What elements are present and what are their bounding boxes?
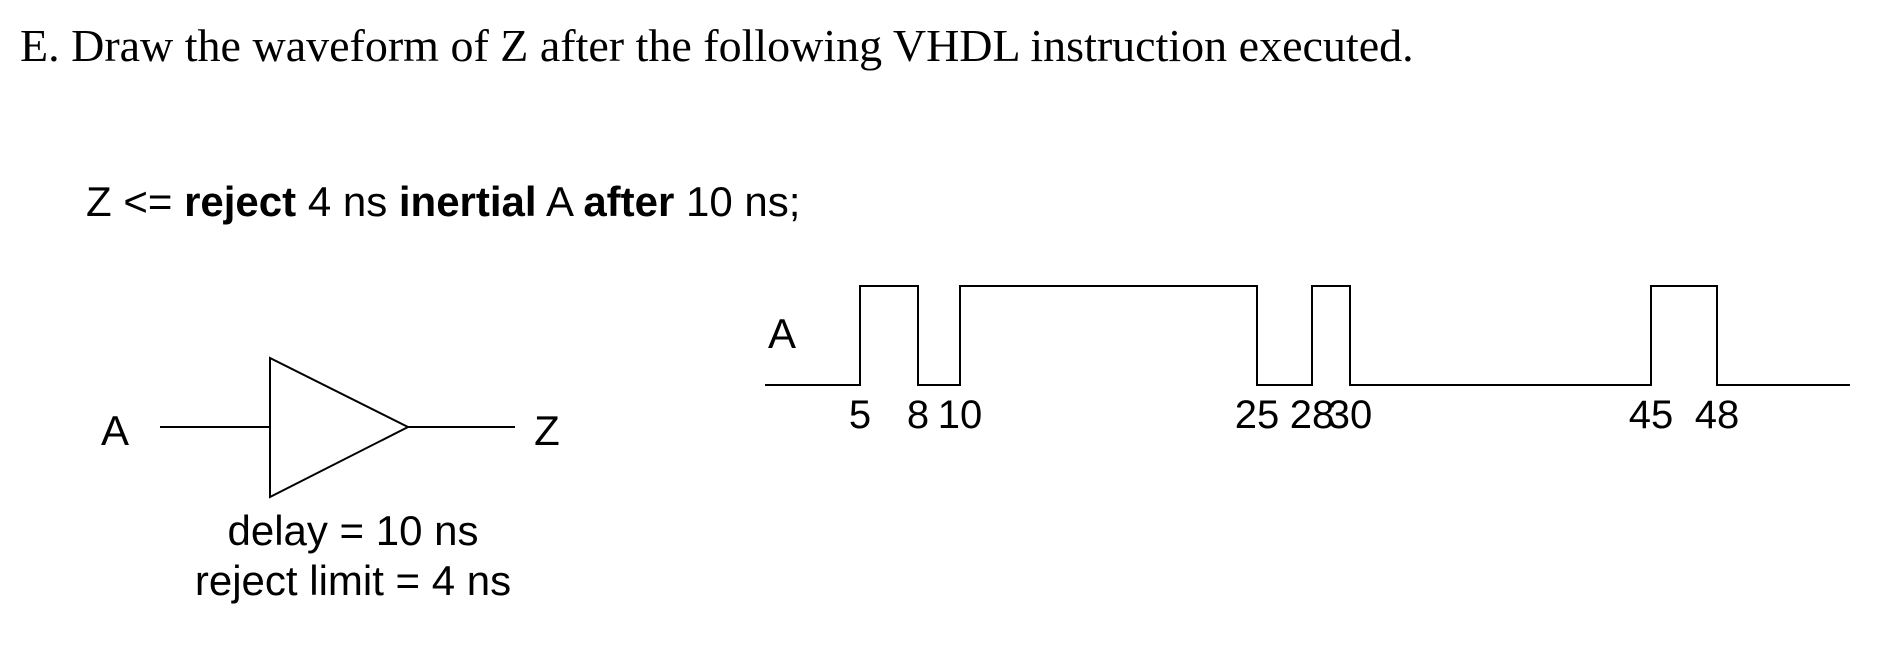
vhdl-statement: Z <= reject 4 ns inertial A after 10 ns; <box>86 176 800 228</box>
stmt-delay-time: 10 ns; <box>686 178 801 225</box>
stmt-target: Z <box>86 178 112 225</box>
waveform-tick-label: 48 <box>1695 393 1740 437</box>
waveform-tick-label: 5 <box>849 393 871 437</box>
waveform-tick-label: 25 <box>1235 393 1280 437</box>
waveform-tick-label: 10 <box>938 393 983 437</box>
buffer-diagram: A Z delay = 10 ns reject limit = 4 ns <box>101 356 560 604</box>
stmt-keyword-after: after <box>583 178 675 225</box>
waveform-trace <box>765 285 1850 386</box>
stmt-reject-time: 4 ns <box>307 178 388 225</box>
buffer-output-label: Z <box>534 407 560 454</box>
stmt-keyword-inertial: inertial <box>398 178 537 225</box>
stmt-keyword-reject: reject <box>184 178 297 225</box>
waveform-tick-label: 28 <box>1290 393 1335 437</box>
waveform-tick-label: 45 <box>1629 393 1674 437</box>
buffer-triangle <box>269 356 411 499</box>
buffer-input-label: A <box>101 407 129 454</box>
stmt-source: A <box>545 178 572 225</box>
waveform-tick-label: 30 <box>1328 393 1373 437</box>
question-text: E. Draw the waveform of Z after the foll… <box>20 20 1414 71</box>
waveform-tick-label: 8 <box>907 393 929 437</box>
waveform-signal-label: A <box>768 310 796 357</box>
buffer-reject-text: reject limit = 4 ns <box>195 557 511 604</box>
buffer-delay-text: delay = 10 ns <box>227 507 478 554</box>
stmt-assign-op: <= <box>123 178 173 225</box>
